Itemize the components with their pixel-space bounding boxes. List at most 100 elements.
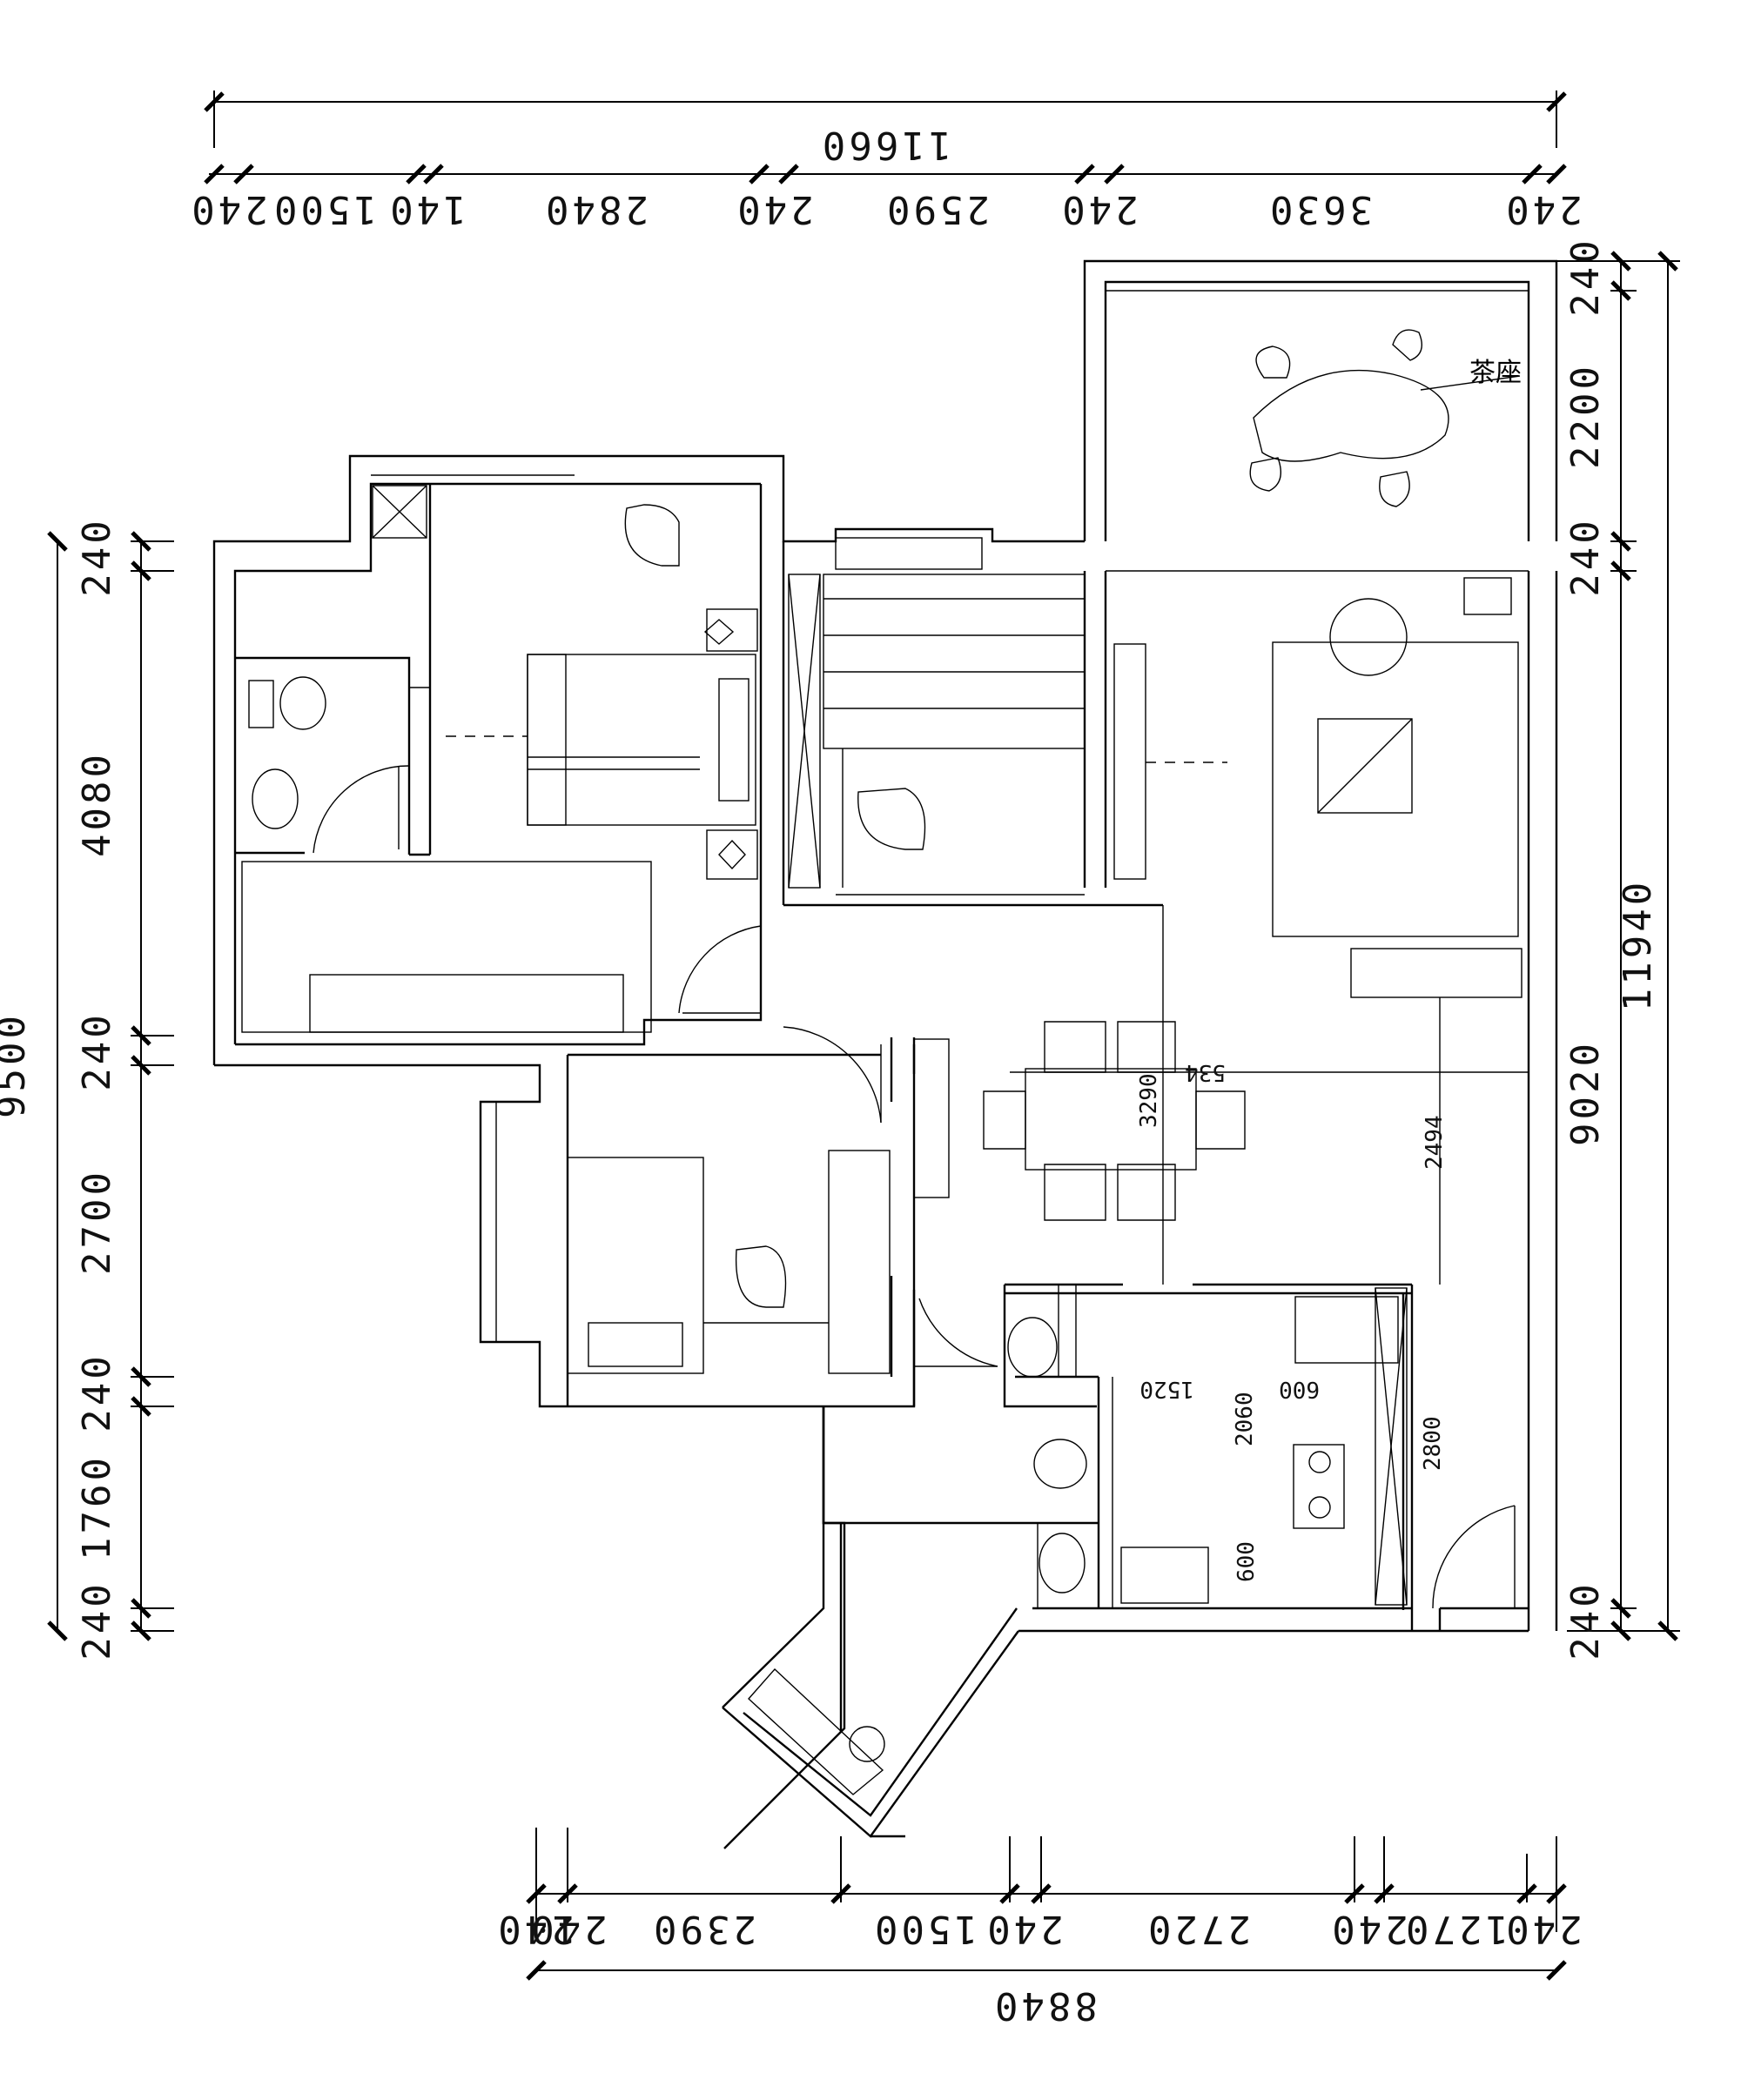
dim-600-bottom: 600 [1233,1541,1260,1582]
top-overall-dimension: 11660 [819,123,951,167]
bath-washbasin-icon-2 [1039,1533,1086,1593]
walk-in-closet [241,861,652,1033]
chair-icon [624,504,680,567]
left-seg-1: 240 [75,517,119,596]
dim-3290: 3290 [1136,1073,1162,1128]
wardrobe-2 [828,1150,891,1374]
entry-cabinet [913,1038,950,1198]
left-dimension-labels: 240 4080 240 2700 240 1760 240 [75,517,119,1660]
right-seg-2: 2200 [1563,363,1608,469]
dining-table [1025,1068,1197,1171]
toilet-icon [279,676,326,730]
tea-stool-1 [1255,346,1291,379]
right-seg-4: 240 [1563,1580,1608,1660]
right-overall-dimension: 11940 [1616,879,1660,1011]
tea-stool-2 [1392,329,1422,361]
phone-icon [1463,577,1512,615]
tea-seat-label: 茶座 [1469,358,1522,388]
right-seg-3: 240 [1563,517,1608,596]
shower-drain-icon [849,1726,885,1762]
left-seg-3: 240 [75,1011,119,1090]
kitchen-cabinet [1375,1287,1408,1606]
bottom-seg-1b: 240 [528,1907,607,1951]
left-overall-dimension: 9500 [0,1012,34,1118]
right-dimension-chain: 11940 240 2200 240 9020 240 [1541,237,1680,1661]
furniture: 茶座 [241,329,1529,1795]
dim-534: 534 [1185,1059,1226,1085]
dim-600-top: 600 [1279,1376,1320,1402]
dim-2800: 2800 [1420,1416,1446,1471]
bottom-seg-7: 1270 [1402,1907,1509,1951]
study-chair-icon [857,788,926,850]
right-sub-overall: 9020 [1563,1040,1608,1146]
dining-chair-3 [1044,1164,1106,1221]
right-dimension-ticks [1541,251,1680,1641]
dim-2060: 2060 [1232,1392,1258,1446]
bottom-seg-6: 240 [1328,1907,1408,1951]
left-seg-5: 240 [75,1352,119,1432]
bath-washbasin-icon [1007,1317,1058,1378]
right-dimension-labels: 240 2200 240 9020 240 [1563,237,1608,1660]
bottom-seg-2: 2390 [650,1907,756,1951]
bottom-dimension-ticks [526,1883,1567,1904]
left-dimension-chain: 9500 240 4080 240 2700 240 1760 [0,517,174,1661]
wood-floor-platform [823,574,1086,749]
dim-1520: 1520 [1139,1376,1194,1402]
bottom-seg-3: 1500 [871,1907,978,1951]
left-seg-4: 2700 [75,1169,119,1275]
left-seg-6: 1760 [75,1454,119,1560]
top-seg-8: 3630 [1267,187,1373,231]
bottom-seg-4: 240 [984,1907,1063,1951]
shower-area [748,1667,884,1795]
top-seg-3: 140 [387,187,466,231]
tv-cabinet [1113,643,1146,880]
tea-stool-3 [1249,457,1281,492]
top-seg-5: 240 [734,187,813,231]
left-seg-2: 4080 [75,751,119,857]
top-seg-9: 240 [1502,187,1582,231]
left-seg-7: 240 [75,1580,119,1660]
squat-toilet-icon [1033,1439,1087,1489]
bottom-seg-5: 2720 [1145,1907,1251,1951]
dining-chair-4 [1117,1164,1176,1221]
door-swings [313,765,1516,1609]
top-dimension-labels: 240 1500 140 2840 240 2590 240 3630 240 [188,187,1582,231]
top-seg-6: 2590 [884,187,990,231]
top-seg-7: 240 [1059,187,1138,231]
interior-dimensions: 534 3290 2494 1520 600 2060 2800 600 [1136,1059,1448,1582]
washbasin-icon [252,768,299,829]
gas-stove-icon [1293,1444,1345,1529]
bottom-seg-8: 240 [1502,1907,1582,1951]
dim-2494: 2494 [1422,1115,1448,1170]
double-bed [527,654,756,826]
dining-chair-5 [983,1090,1026,1150]
top-seg-4: 2840 [542,187,649,231]
right-seg-1: 240 [1563,237,1608,316]
tea-table-icon [1253,369,1449,462]
top-dimension-chain: 11660 240 1500 140 2840 240 2590 240 363… [188,91,1583,231]
top-dimension-ticks [204,164,1567,185]
coffee-table [1317,718,1413,814]
single-bed [567,1157,704,1374]
kitchen-sink-icon [1120,1546,1209,1604]
second-bedroom-door-swing [783,1026,882,1124]
left-dimension-ticks [131,531,174,1641]
bottom-dimension-chain: 240 240 2390 1500 240 2720 240 1270 240 … [494,1828,1583,2028]
dining-chair-6 [1195,1090,1246,1150]
bottom-seg-1: 240 [494,1907,574,1951]
wardrobe-box [372,485,427,539]
bookshelf [788,574,821,889]
master-bedroom-door-swing [678,925,762,1014]
bottom-overall-dimension: 8840 [991,1983,1098,2028]
walls [212,259,1558,1849]
nightstand-lamp-icon [706,608,758,652]
sofa-set [1272,641,1519,937]
tea-stool-4 [1379,471,1410,507]
bottom-dimension-labels: 240 240 2390 1500 240 2720 240 1270 240 [494,1907,1582,1951]
bedroom2-chair-icon [735,1245,787,1308]
entry-door-swing [1432,1505,1516,1609]
pillow [588,1322,683,1367]
top-seg-1: 240 [188,187,267,231]
round-armchair [1329,598,1408,676]
